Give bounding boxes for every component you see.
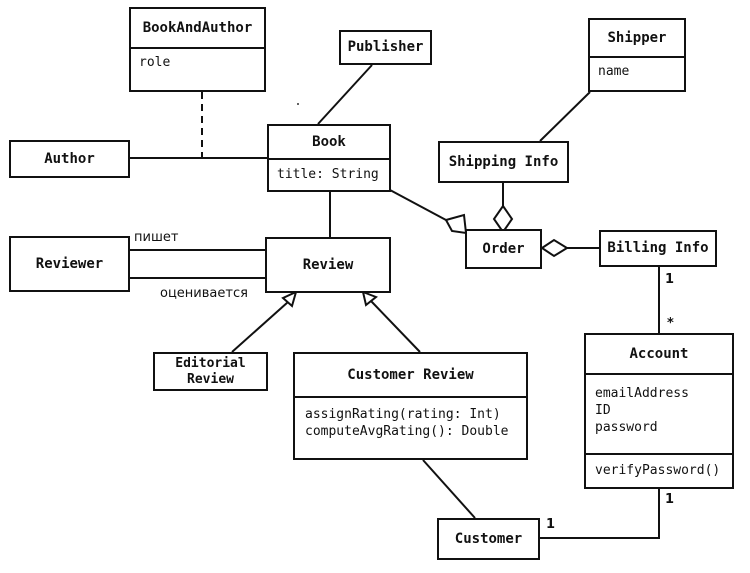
- class-name: Book: [312, 133, 346, 150]
- aggregation-diamond-order-billinginfo: [540, 238, 569, 258]
- class-name-line: Review: [187, 371, 234, 387]
- label-is-rated: оценивается: [160, 286, 248, 301]
- stray-mark: [297, 103, 299, 105]
- association-customerreview-customer: [422, 459, 476, 519]
- class-name-line: Editorial: [175, 355, 246, 371]
- class-name: Editorial Review: [155, 354, 266, 389]
- association-publisher-book: [317, 64, 373, 125]
- class-order: Order: [465, 229, 542, 269]
- class-attributes: emailAddress ID password: [586, 373, 732, 453]
- class-attributes: name: [590, 56, 684, 90]
- class-billing-info: Billing Info: [599, 230, 717, 267]
- class-author: Author: [9, 140, 130, 178]
- class-shipping-info: Shipping Info: [438, 141, 569, 183]
- class-bookandauthor: BookAndAuthor role: [129, 7, 266, 92]
- class-reviewer: Reviewer: [9, 236, 130, 292]
- class-shipper: Shipper name: [588, 18, 686, 92]
- label-writes: пишет: [134, 230, 179, 245]
- operation: verifyPassword(): [595, 463, 721, 478]
- class-name: Reviewer: [35, 255, 104, 272]
- class-name: BookAndAuthor: [142, 19, 253, 36]
- generalization-customer-review: [370, 300, 421, 353]
- attribute: password: [595, 420, 658, 435]
- class-publisher: Publisher: [339, 30, 432, 65]
- operation: assignRating(rating: Int): [305, 407, 501, 422]
- class-operations: verifyPassword(): [586, 453, 732, 487]
- class-name: Billing Info: [607, 240, 709, 256]
- class-name: Review: [302, 256, 354, 273]
- class-operations: assignRating(rating: Int) computeAvgRati…: [295, 396, 526, 458]
- multiplicity-account-customer-customer-end: 1: [546, 517, 556, 532]
- class-account: Account emailAddress ID password verifyP…: [584, 333, 734, 489]
- class-editorial-review: Editorial Review: [153, 352, 268, 391]
- class-review: Review: [265, 237, 391, 293]
- attribute: ID: [595, 403, 611, 418]
- class-name: Shipping Info: [448, 153, 559, 170]
- class-customer-review: Customer Review assignRating(rating: Int…: [293, 352, 528, 460]
- attribute: name: [598, 64, 630, 79]
- class-name: Shipper: [607, 29, 667, 46]
- generalization-arrowhead-editorial: [281, 290, 298, 308]
- attribute: emailAddress: [595, 386, 689, 401]
- class-book: Book title: String: [267, 124, 391, 192]
- class-name: Author: [44, 150, 95, 167]
- class-customer: Customer: [437, 518, 540, 560]
- class-attributes: role: [131, 47, 264, 90]
- class-name: Publisher: [347, 39, 424, 55]
- aggregation-book-order: [389, 189, 447, 221]
- class-name: Customer Review: [347, 366, 474, 383]
- attribute: title: String: [277, 167, 379, 182]
- aggregation-diamond-book-order: [444, 213, 468, 235]
- multiplicity-billing-end: 1: [665, 272, 675, 287]
- association-shipper-shippinginfo: [539, 91, 591, 142]
- operation: computeAvgRating(): Double: [305, 424, 509, 439]
- generalization-editorial-review: [231, 301, 289, 353]
- class-attributes: title: String: [269, 158, 389, 190]
- multiplicity-account-customer-account-end: 1: [665, 492, 675, 507]
- multiplicity-account-end: *: [667, 316, 674, 331]
- association-account-customer: [540, 488, 660, 539]
- class-name: Order: [482, 240, 525, 257]
- class-name: Customer: [454, 530, 523, 547]
- attribute: role: [139, 55, 171, 70]
- generalization-arrowhead-customer: [361, 290, 378, 307]
- class-name: Account: [629, 345, 689, 362]
